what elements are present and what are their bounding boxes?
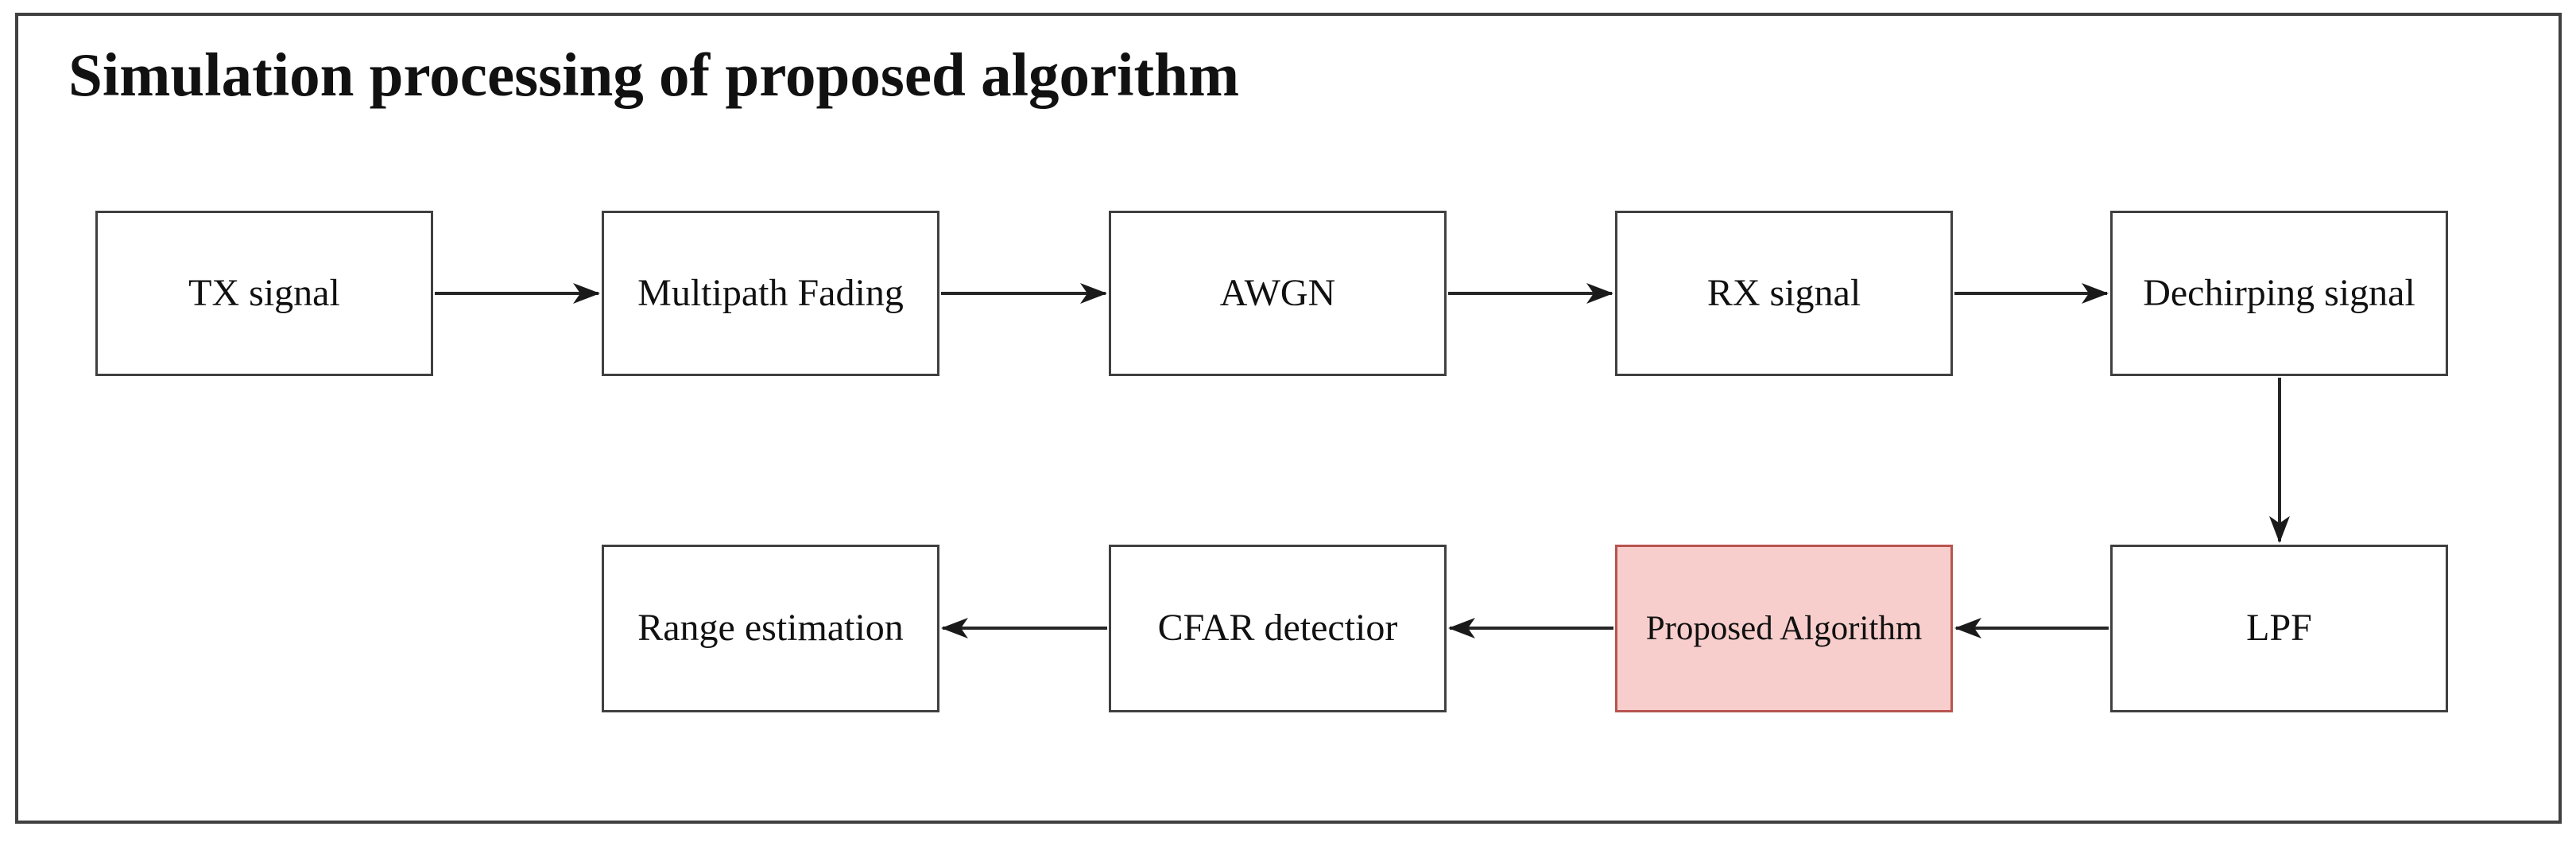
outer-frame: [15, 13, 2562, 824]
node-range-estimation: Range estimation: [602, 545, 939, 712]
node-proposed-algorithm: Proposed Algorithm: [1615, 545, 1953, 712]
node-tx-signal-label: TX signal: [188, 271, 340, 314]
node-multipath-fading: Multipath Fading: [602, 211, 939, 376]
node-lpf-label: LPF: [2246, 607, 2312, 650]
node-rx-signal: RX signal: [1615, 211, 1953, 376]
node-awgn: AWGN: [1109, 211, 1447, 376]
node-lpf: LPF: [2110, 545, 2448, 712]
node-cfar-detector-label: CFAR detectior: [1157, 607, 1398, 650]
node-multipath-fading-label: Multipath Fading: [637, 271, 904, 314]
node-tx-signal: TX signal: [95, 211, 433, 376]
node-dechirping-signal-label: Dechirping signal: [2143, 271, 2415, 314]
node-awgn-label: AWGN: [1219, 271, 1336, 314]
node-range-estimation-label: Range estimation: [637, 607, 904, 650]
node-proposed-algorithm-label: Proposed Algorithm: [1645, 609, 1923, 647]
node-rx-signal-label: RX signal: [1706, 271, 1861, 314]
diagram-title: Simulation processing of proposed algori…: [68, 41, 1240, 109]
node-dechirping-signal: Dechirping signal: [2110, 211, 2448, 376]
node-cfar-detector: CFAR detectior: [1109, 545, 1447, 712]
